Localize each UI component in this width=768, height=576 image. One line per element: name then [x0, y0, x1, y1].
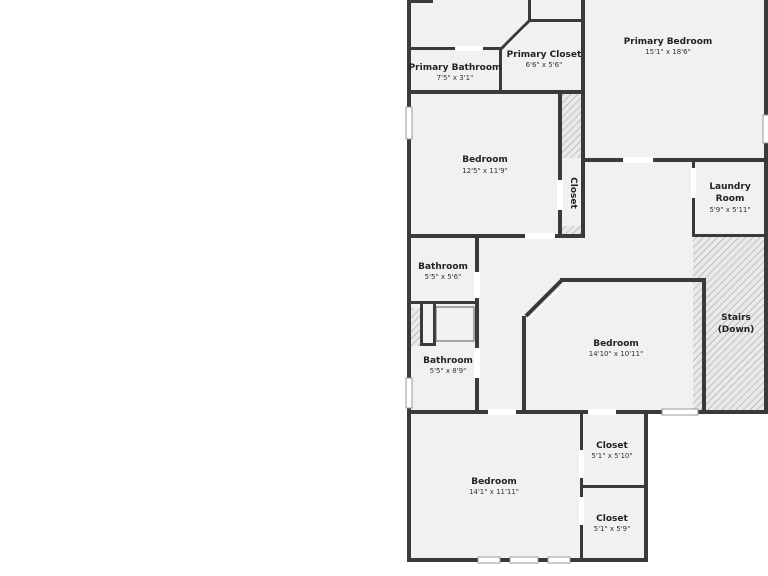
primary-bathroom-name: Primary Bathroom — [409, 63, 502, 73]
walls — [407, 0, 768, 562]
angled-walls — [499, 19, 564, 319]
window-stairs — [661, 408, 699, 416]
bedroom-lower-name: Bedroom — [471, 477, 517, 487]
window-bathroom — [405, 377, 413, 409]
closet-lower-name: Closet — [596, 514, 628, 524]
bathroom-lower-name: Bathroom — [423, 356, 473, 366]
window-bottom-3 — [547, 556, 571, 564]
window-left — [405, 106, 413, 140]
bedroom-upper-name: Bedroom — [462, 155, 508, 165]
room-labels: Primary Bedroom 15'1" x 18'6" Primary Cl… — [409, 37, 755, 533]
primary-bedroom-name: Primary Bedroom — [624, 37, 713, 47]
primary-bathroom-dims: 7'5" x 3'1" — [437, 74, 474, 82]
bathroom-upper-name: Bathroom — [418, 262, 468, 272]
bathroom-upper-dims: 5'5" x 5'6" — [425, 273, 462, 281]
door-openings — [455, 46, 696, 525]
primary-closet-name: Primary Closet — [507, 50, 582, 60]
closet-upper-dims: 5'1" x 5'10" — [591, 452, 632, 460]
primary-bedroom-dims: 15'1" x 18'6" — [645, 48, 691, 56]
bathroom-lower-dims: 5'5" x 8'9" — [430, 367, 467, 375]
laundry-room-line2: Room — [716, 194, 745, 204]
window-bottom-2 — [509, 556, 539, 564]
fixtures — [435, 306, 475, 342]
bedroom-upper-dims: 12'5" x 11'9" — [462, 167, 508, 175]
laundry-room-dims: 5'9" x 5'11" — [709, 206, 750, 214]
closet-vertical-name: Closet — [568, 177, 578, 209]
closet-shelf-hatch — [562, 94, 582, 158]
closet-upper-name: Closet — [596, 441, 628, 451]
bedroom-middle-name: Bedroom — [593, 339, 639, 349]
stairs-line1: Stairs — [721, 313, 751, 323]
bathroom-fixture-hatch — [410, 308, 421, 346]
primary-closet-dims: 6'6" x 5'6" — [526, 61, 563, 69]
closet-shelf-hatch-small — [562, 226, 582, 236]
bedroom-lower-dims: 14'1" x 11'11" — [469, 488, 519, 496]
stairs-line2: (Down) — [718, 325, 755, 335]
window-bottom-1 — [477, 556, 501, 564]
window-right — [762, 114, 768, 144]
windows — [405, 106, 768, 564]
bedroom-middle-dims: 14'10" x 10'11" — [589, 350, 644, 358]
laundry-room-line1: Laundry — [709, 182, 751, 192]
closet-lower-dims: 5'1" x 5'9" — [594, 525, 631, 533]
